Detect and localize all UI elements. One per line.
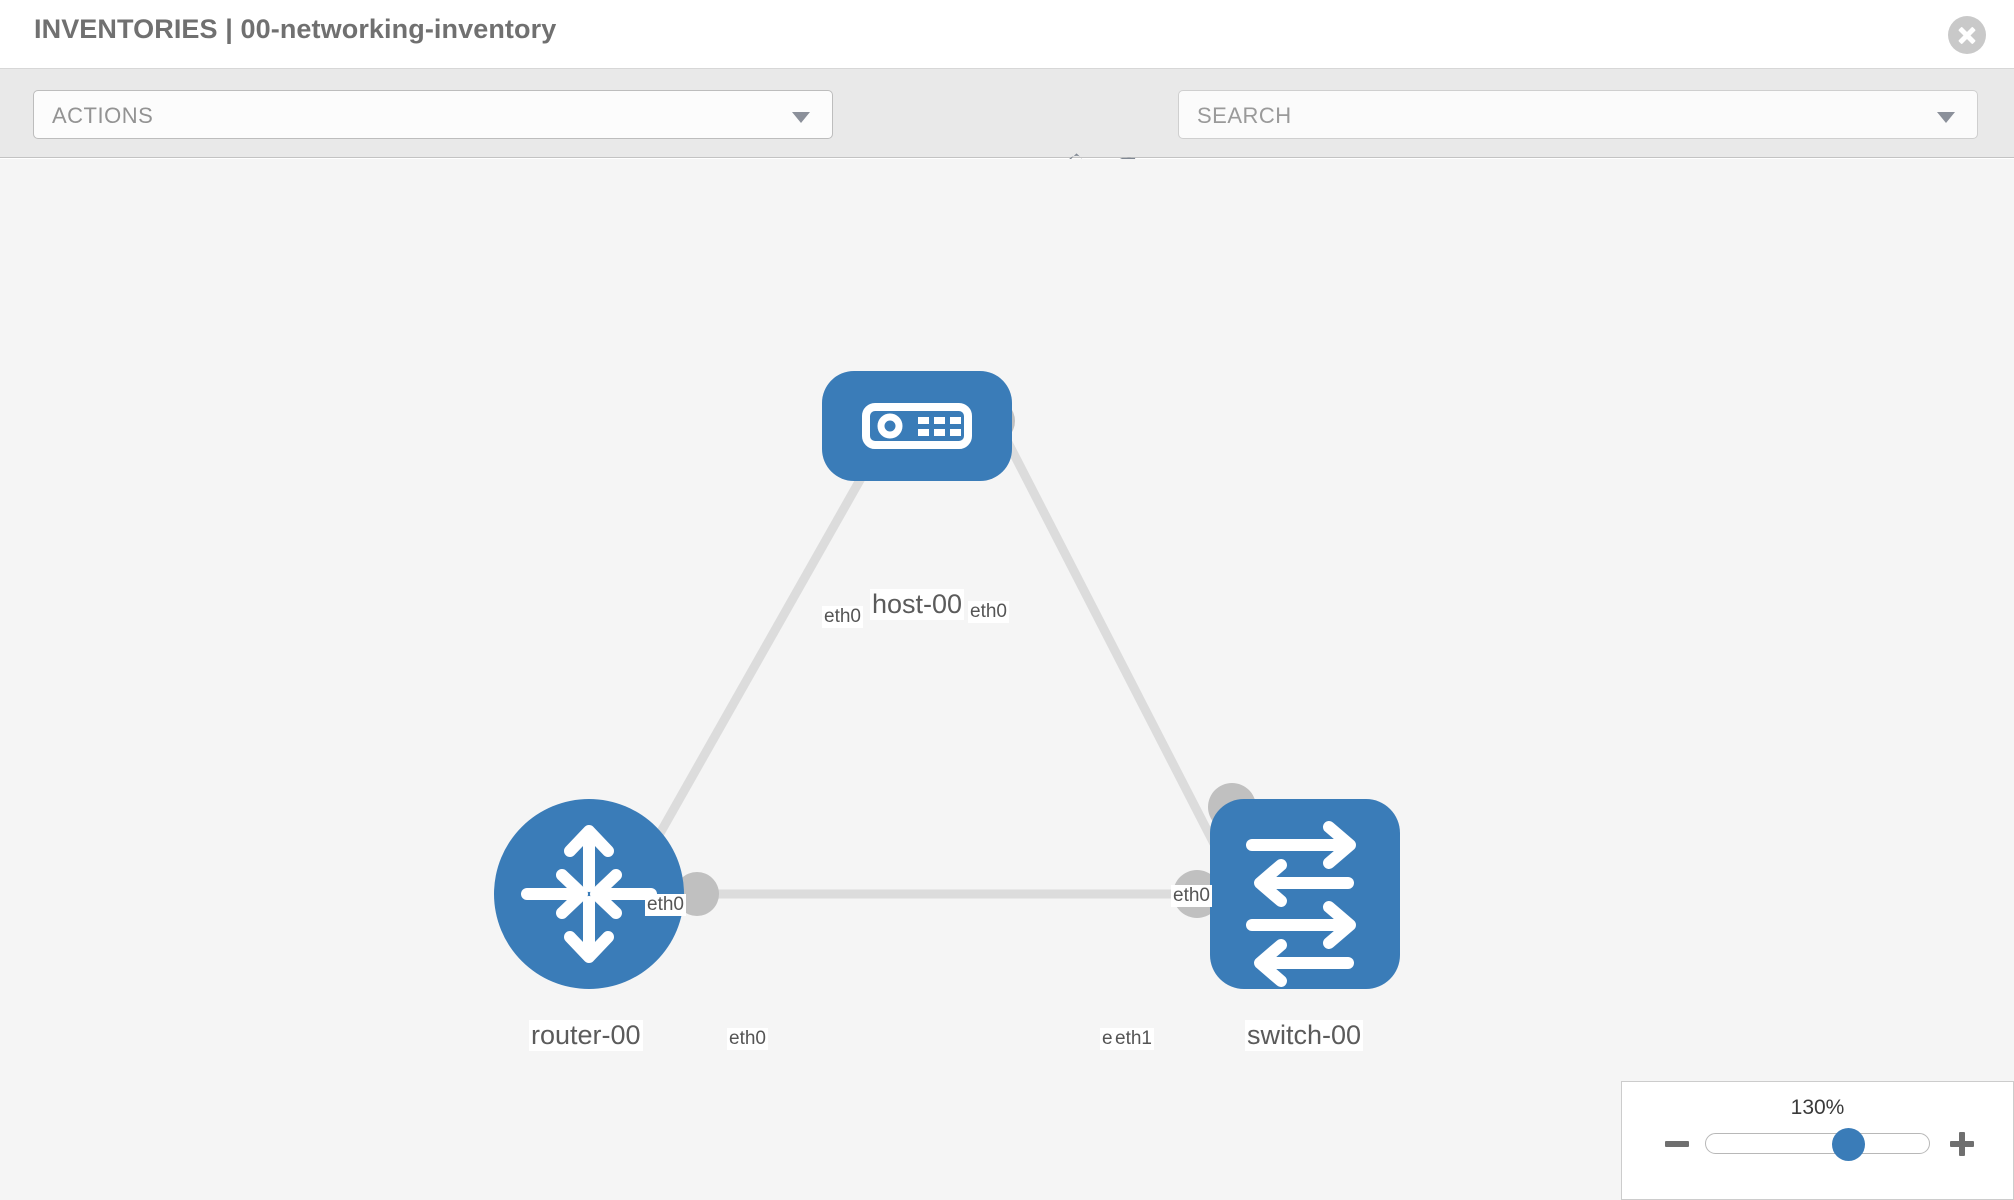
link-host-router [616,424,894,907]
topology-canvas[interactable]: host-00 router-00 switch-00 eth0 eth0 et… [0,159,2014,1200]
zoom-level-value: 130% [1790,1096,1845,1119]
topology-links [616,424,1250,907]
topology-graph [494,371,1400,989]
page-header: INVENTORIES | 00-networking-inventory [0,0,2014,69]
link-host-switch [995,424,1250,907]
actions-dropdown-label: ACTIONS [52,103,154,128]
node-label-host-00: host-00 [870,589,965,620]
router-arrows-icon [521,825,657,963]
chevron-down-icon[interactable] [1937,112,1955,123]
node-label-router-00: router-00 [529,1020,643,1051]
close-icon[interactable] [1948,16,1986,54]
page-title: INVENTORIES | 00-networking-inventory [34,14,557,44]
actions-dropdown[interactable]: ACTIONS [33,90,833,139]
switch-arrows-icon [1246,821,1356,987]
edge-label-router-right-eth0: eth0 [727,1028,768,1050]
connector-router-right [675,872,719,916]
zoom-slider-track[interactable] [1705,1128,1930,1161]
node-router-00 [494,799,684,989]
edge-label-switch-up-eth0: eth0 [1171,885,1212,907]
zoom-slider-thumb[interactable] [1831,1128,1865,1161]
chevron-down-icon [792,112,810,123]
edge-label-host-right-eth0: eth0 [968,601,1009,623]
search-input[interactable]: SEARCH [1178,90,1978,139]
toolbar: ACTIONS SEARCH [0,69,2014,186]
zoom-out-button[interactable] [1662,1129,1692,1159]
node-label-switch-00: switch-00 [1245,1020,1364,1051]
edge-label-switch-left-eth1: eth1 [1113,1028,1154,1050]
search-placeholder: SEARCH [1197,103,1292,128]
server-icon [862,403,972,449]
zoom-in-button[interactable] [1947,1129,1977,1159]
node-switch-00 [1210,799,1400,989]
edge-label-router-up-eth0: eth0 [645,894,686,916]
edge-label-host-left-eth0: eth0 [822,606,863,628]
zoom-control-panel: 130% [1621,1081,2014,1200]
node-host-00 [822,371,1012,481]
